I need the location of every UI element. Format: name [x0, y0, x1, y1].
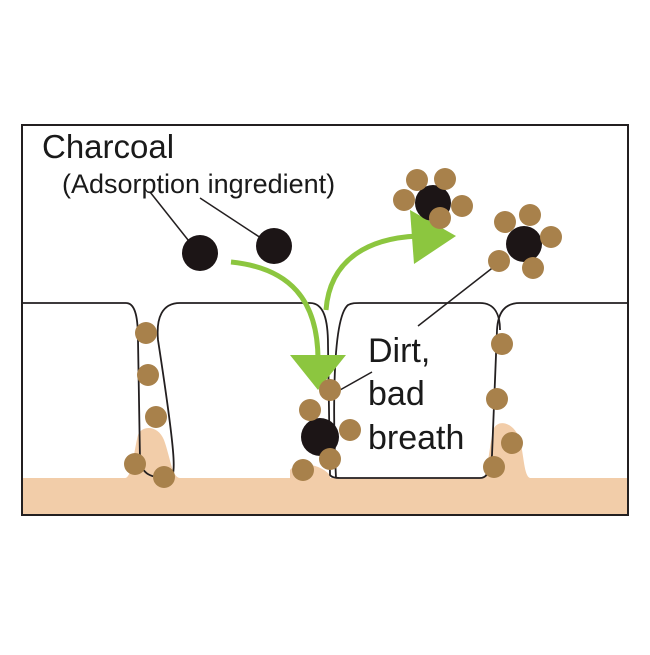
dirt-particle [153, 466, 175, 488]
charcoal-particle [256, 228, 292, 264]
dirt-particle [135, 322, 157, 344]
charcoal-sublabel: (Adsorption ingredient) [62, 169, 335, 199]
dirt-particle [494, 211, 516, 233]
dirt-particle [540, 226, 562, 248]
dirt-pointer-line [417, 261, 501, 327]
dirt-particle [406, 169, 428, 191]
adsorbed-cluster-right [488, 204, 562, 279]
tooth-center-right [333, 302, 501, 479]
dirt-left-gap [124, 322, 175, 488]
tooth-middle [156, 302, 341, 479]
dirt-particle [522, 257, 544, 279]
dirt-label-line2: bad [368, 375, 425, 413]
dirt-particle [429, 207, 451, 229]
dirt-particle [486, 388, 508, 410]
charcoal-label: Charcoal [42, 128, 174, 165]
dirt-particle [145, 406, 167, 428]
dirt-particle [292, 459, 314, 481]
dirt-particle [137, 364, 159, 386]
adsorbing-cluster-gap [292, 379, 361, 481]
dirt-label-line3: breath [368, 419, 464, 457]
dirt-right-gap [483, 333, 523, 478]
charcoal-particle [301, 418, 339, 456]
dirt-particle [319, 379, 341, 401]
arrow-up-head [410, 210, 456, 264]
dirt-particle [299, 399, 321, 421]
gum [23, 423, 627, 514]
charcoal-particles [182, 228, 292, 271]
dirt-particle [434, 168, 456, 190]
dirt-label-line1: Dirt, [368, 332, 430, 370]
dirt-particle [451, 195, 473, 217]
dirt-particle [393, 189, 415, 211]
arrow-up-curve [323, 233, 419, 311]
charcoal-pointer-line [199, 197, 265, 241]
dirt-particle [519, 204, 541, 226]
dirt-pointer-line-lower [339, 371, 373, 391]
arrows [230, 210, 456, 390]
adsorbed-cluster-top [393, 168, 473, 229]
dirt-particle [339, 419, 361, 441]
dirt-particle [501, 432, 523, 454]
dirt-particle [319, 448, 341, 470]
dirt-particle [483, 456, 505, 478]
charcoal-particle [506, 226, 542, 262]
dirt-particle [491, 333, 513, 355]
gum-base [23, 423, 627, 514]
arrow-down-head [290, 355, 346, 390]
dirt-particle [488, 250, 510, 272]
charcoal-particle [182, 235, 218, 271]
arrow-down-curve [230, 259, 321, 361]
dirt-particle [124, 453, 146, 475]
